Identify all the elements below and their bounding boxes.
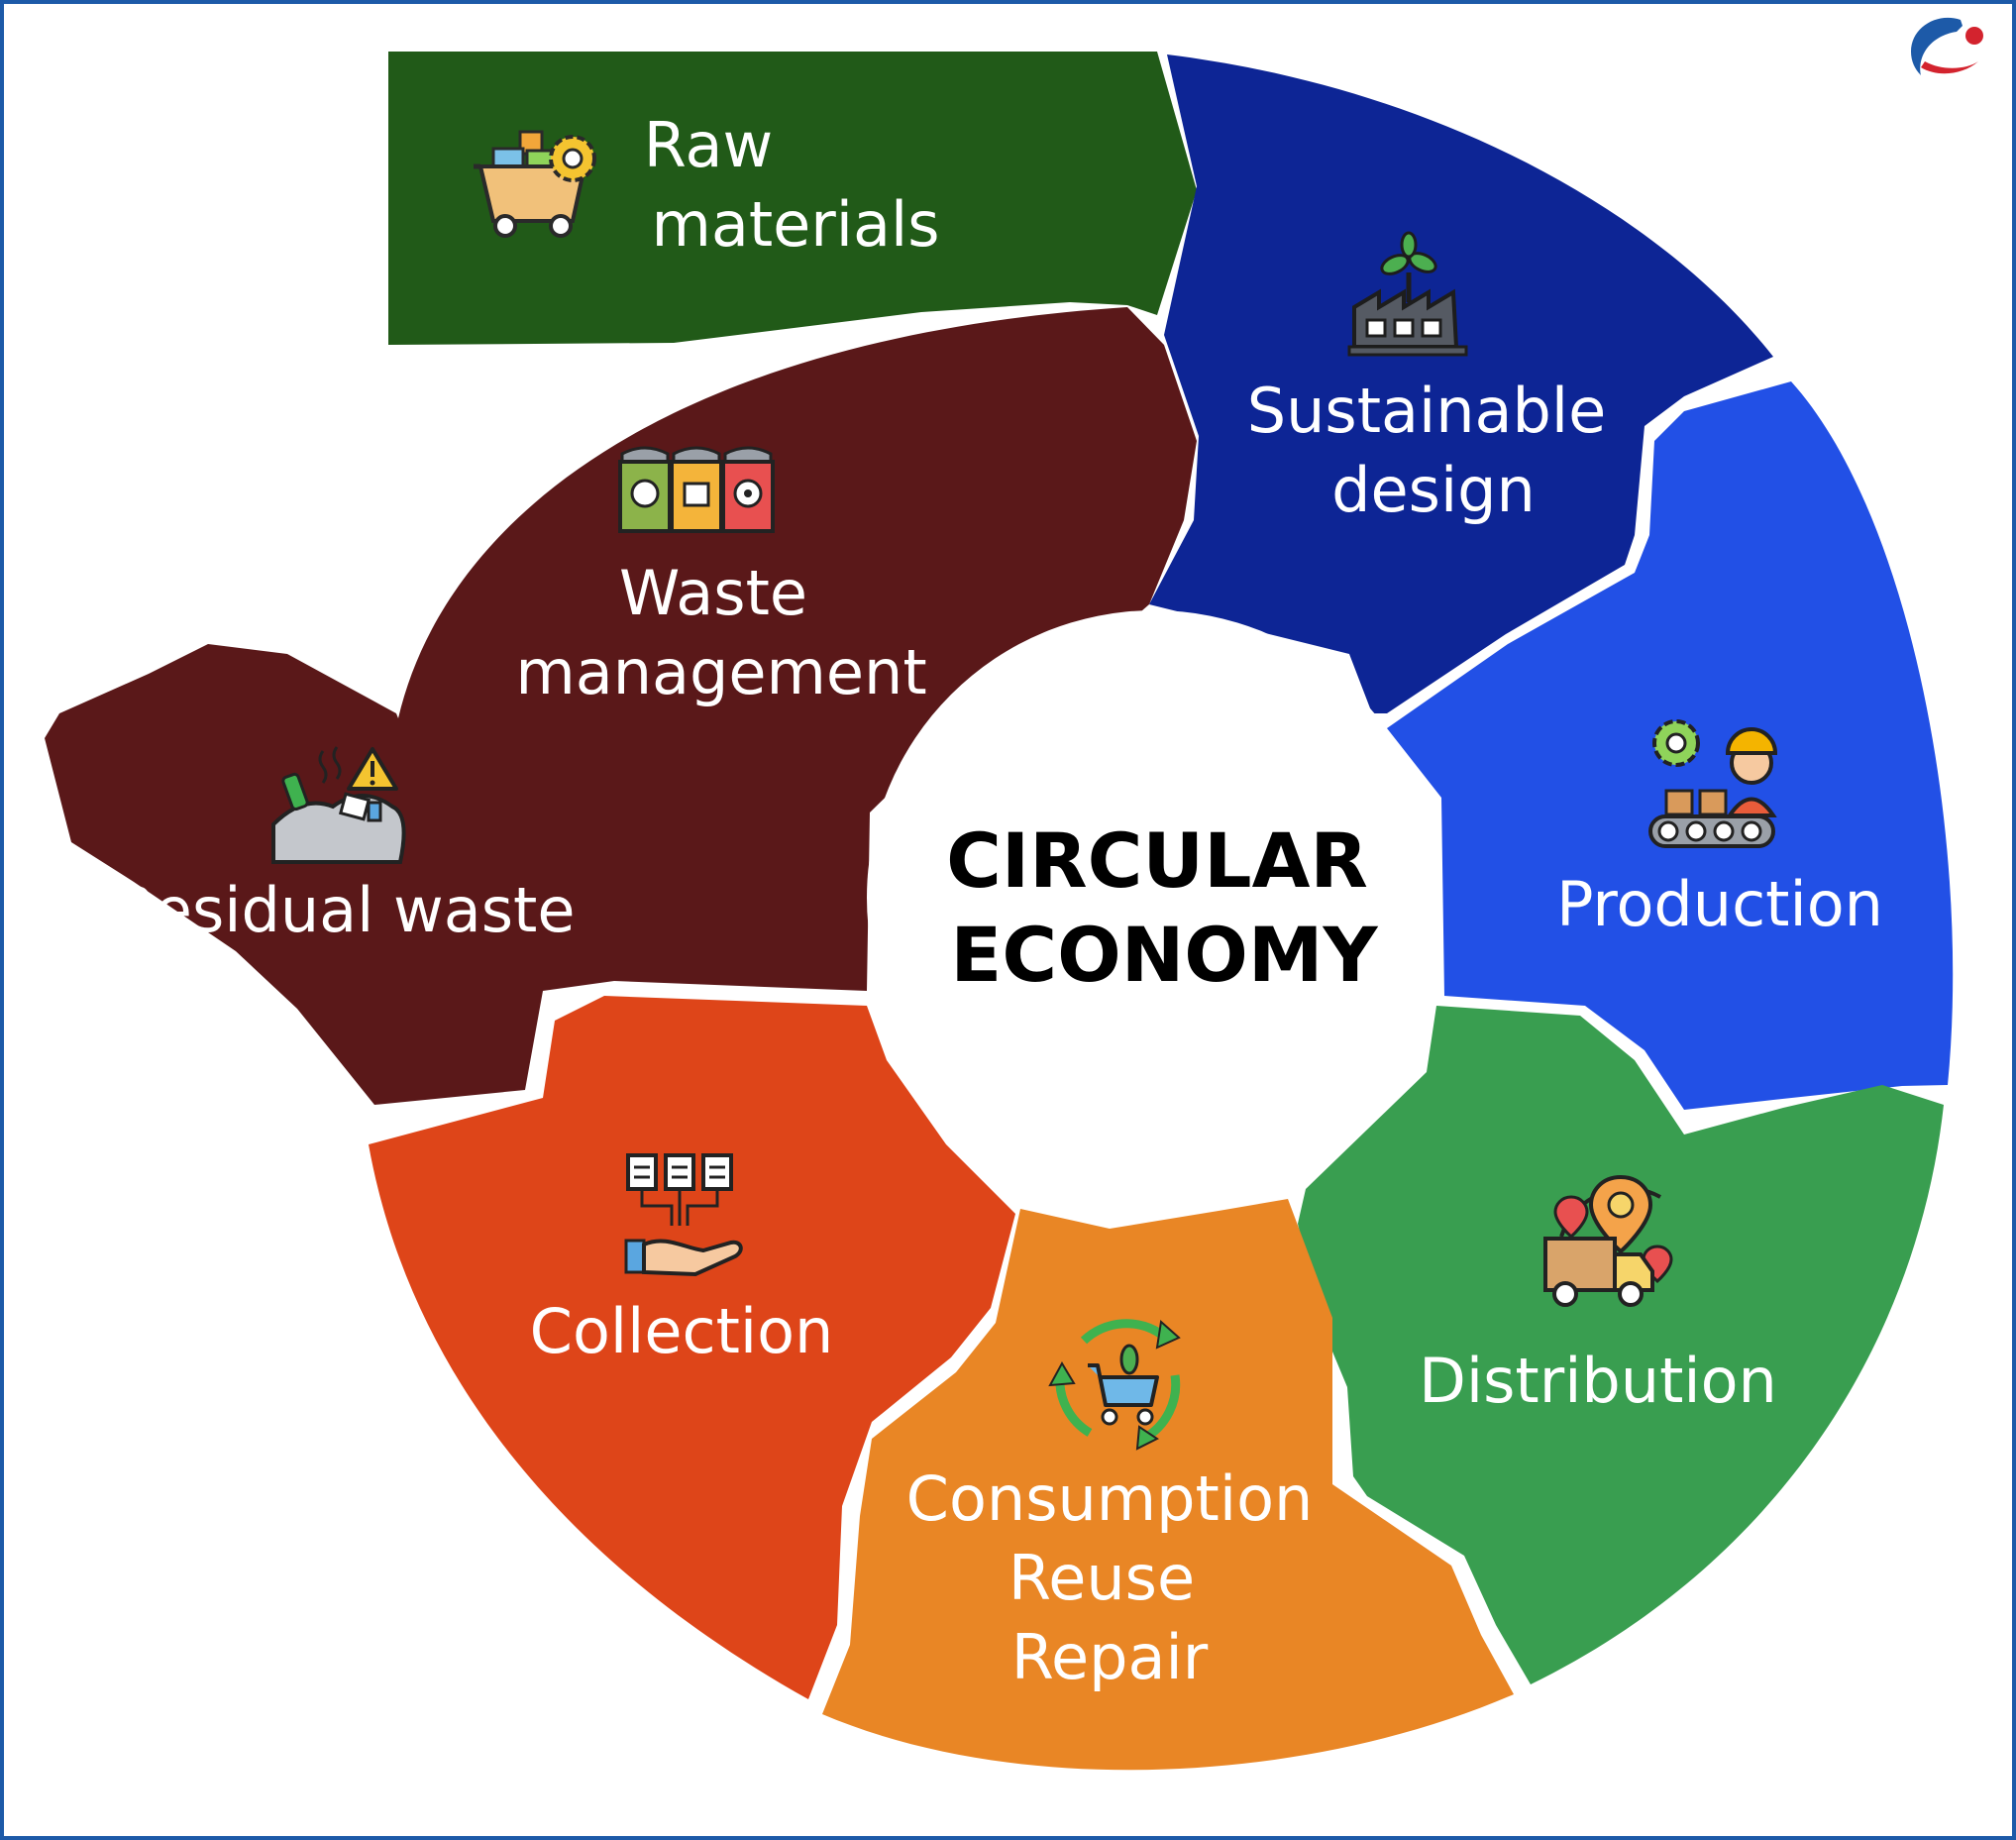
center-title-line1: CIRCULAR [946,816,1368,905]
segment-collection [369,996,1015,1699]
collection-label: Collection [530,1295,834,1367]
segment-distribution [1298,1006,1944,1684]
recycle-cart-icon [1048,1319,1181,1451]
segment-consumption [822,1199,1514,1771]
waste-pile-icon [271,746,406,864]
waste-management-label-line2: management [515,636,926,708]
eco-factory-icon [1347,231,1468,357]
raw-materials-label-line2: materials [651,188,939,261]
residual-waste-label: Residual waste [115,874,576,946]
sustainable-design-label-line2: design [1331,454,1536,526]
center-title-line2: ECONOMY [950,911,1378,999]
consumption-label-line2: Reuse [1008,1542,1195,1614]
mining-cart-icon [474,130,596,238]
consumption-label-line3: Repair [1011,1621,1209,1693]
production-label: Production [1556,868,1883,940]
waste-management-label-line1: Waste [619,557,807,629]
consumption-label-line1: Consumption [906,1462,1314,1535]
raw-materials-label-line1: Raw [644,109,773,181]
worker-conveyor-icon [1648,719,1778,848]
center-circle [867,610,1441,1185]
hand-documents-icon [624,1153,743,1277]
segment-sustainable-design [1149,54,1773,713]
sustainable-design-label-line1: Sustainable [1247,375,1607,447]
recycling-bins-icon [618,446,775,533]
segment-raw-materials [388,52,1197,345]
brand-logo-icon [1911,17,1983,75]
delivery-truck-icon [1543,1174,1673,1307]
segment-waste-management [45,307,1197,1105]
distribution-label: Distribution [1419,1345,1777,1417]
